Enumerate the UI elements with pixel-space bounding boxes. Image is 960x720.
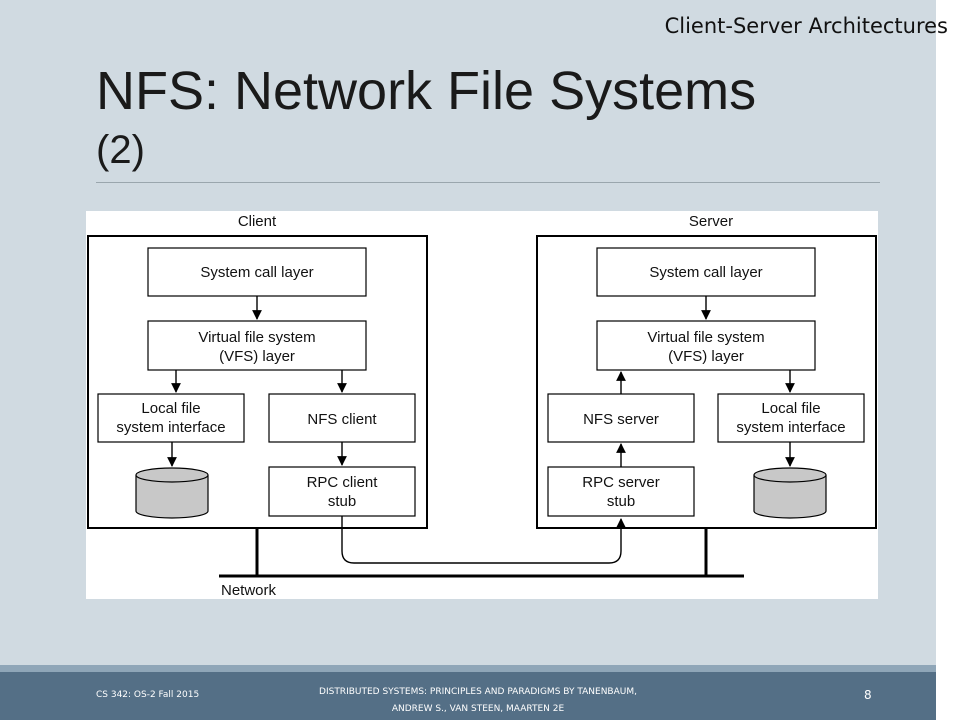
nfs-server: NFS server <box>547 393 695 443</box>
footer-bar <box>0 672 936 720</box>
svg-text:system interface: system interface <box>116 419 225 436</box>
svg-text:system interface: system interface <box>736 419 845 436</box>
rpc-client-stub: RPC client stub <box>268 466 416 517</box>
diagram-canvas: Client Server System call layer Virtual … <box>87 213 877 599</box>
rpc-message-path <box>341 516 626 564</box>
slide-edge <box>936 0 960 720</box>
slide-subtitle: (2) <box>96 128 145 172</box>
client-disk-icon <box>135 467 209 519</box>
footer-source: DISTRIBUTED SYSTEMS: PRINCIPLES AND PARA… <box>280 684 676 718</box>
svg-text:Virtual file system: Virtual file system <box>198 329 315 346</box>
svg-text:System call layer: System call layer <box>200 264 313 281</box>
nfs-client: NFS client <box>268 393 416 443</box>
nfs-architecture-diagram: Client Server System call layer Virtual … <box>86 211 878 599</box>
svg-text:(VFS) layer: (VFS) layer <box>219 348 295 365</box>
server-local-fs-interface: Local file system interface <box>717 393 865 443</box>
svg-text:Virtual file system: Virtual file system <box>647 329 764 346</box>
svg-text:Local file: Local file <box>761 400 820 417</box>
rpc-server-stub: RPC server stub <box>547 466 695 517</box>
section-title: Client-Server Architectures <box>664 14 948 38</box>
svg-text:NFS client: NFS client <box>307 411 377 428</box>
slide-title: NFS: Network File Systems <box>96 61 757 121</box>
server-syscall-layer: System call layer <box>596 247 816 297</box>
client-label: Client <box>238 213 277 230</box>
page-number: 8 <box>864 688 872 702</box>
client-local-fs-interface: Local file system interface <box>97 393 245 443</box>
title-divider <box>96 182 880 183</box>
footer-accent <box>0 665 936 672</box>
svg-text:Local file: Local file <box>141 400 200 417</box>
client-syscall-layer: System call layer <box>147 247 367 297</box>
network-label: Network <box>221 582 277 599</box>
svg-text:RPC client: RPC client <box>307 474 379 491</box>
footer-source-line-2: ANDREW S., VAN STEEN, MAARTEN 2E <box>391 704 565 714</box>
footer-source-line-1: DISTRIBUTED SYSTEMS: PRINCIPLES AND PARA… <box>319 687 637 697</box>
svg-text:NFS server: NFS server <box>583 411 659 428</box>
server-label: Server <box>689 213 733 230</box>
svg-text:stub: stub <box>607 493 635 510</box>
footer-course: CS 342: OS-2 Fall 2015 <box>96 690 200 700</box>
svg-text:RPC server: RPC server <box>582 474 660 491</box>
server-vfs-layer: Virtual file system (VFS) layer <box>596 320 816 371</box>
svg-text:stub: stub <box>328 493 356 510</box>
svg-text:(VFS) layer: (VFS) layer <box>668 348 744 365</box>
client-vfs-layer: Virtual file system (VFS) layer <box>147 320 367 371</box>
svg-text:System call layer: System call layer <box>649 264 762 281</box>
server-disk-icon <box>753 467 827 519</box>
